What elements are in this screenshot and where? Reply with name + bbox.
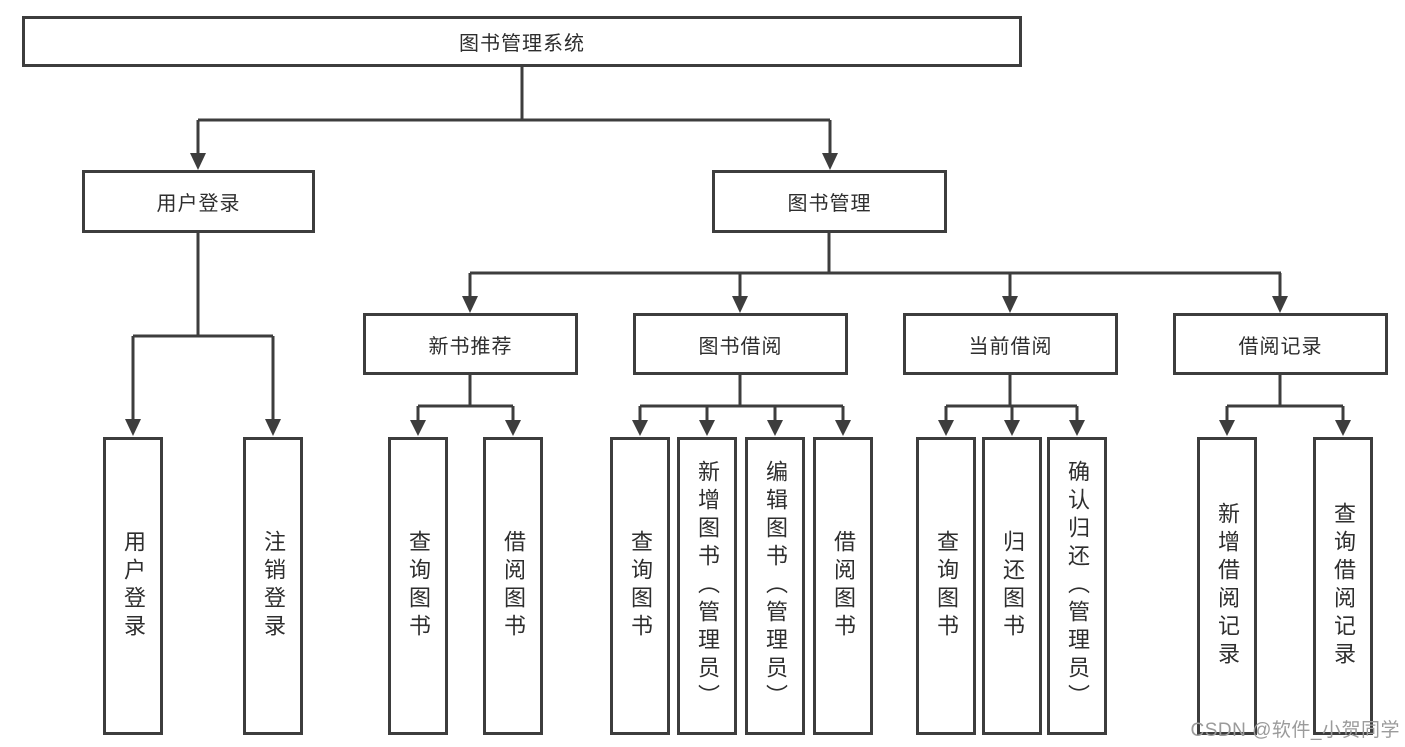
node-borrow-record-label: 借阅记录 xyxy=(1238,335,1323,358)
leaf-current-query-book: 查询图书 xyxy=(916,437,976,735)
connector-book-mgmt-to-level3 xyxy=(462,233,1288,313)
node-new-book-recommend: 新书推荐 xyxy=(363,313,578,375)
connector-borrow-record-to-leaves xyxy=(1219,375,1351,436)
node-current-borrow: 当前借阅 xyxy=(903,313,1118,375)
node-borrow-record: 借阅记录 xyxy=(1173,313,1388,375)
leaf-recommend-query-book: 查询图书 xyxy=(388,437,448,735)
leaf-borrow-add-book-admin-label: 新增图书（管理员） xyxy=(695,460,720,712)
leaf-record-query-record: 查询借阅记录 xyxy=(1313,437,1373,735)
leaf-record-query-record-label: 查询借阅记录 xyxy=(1331,502,1356,670)
connector-current-borrow-to-leaves xyxy=(938,375,1085,436)
node-user-login: 用户登录 xyxy=(82,170,315,233)
leaf-borrow-query-book-label: 查询图书 xyxy=(628,530,653,642)
leaf-user-login-label: 用户登录 xyxy=(121,530,146,642)
leaf-borrow-query-book: 查询图书 xyxy=(610,437,670,735)
node-book-management-label: 图书管理 xyxy=(787,193,872,215)
leaf-borrow-edit-book-admin-label: 编辑图书（管理员） xyxy=(763,460,788,712)
node-book-management: 图书管理 xyxy=(712,170,947,233)
node-root-system: 图书管理系统 xyxy=(22,16,1022,67)
connector-new-book-to-leaves xyxy=(410,375,521,436)
node-user-login-label: 用户登录 xyxy=(156,193,241,215)
connector-user-login-to-leaves xyxy=(125,233,281,436)
leaf-recommend-borrow-book: 借阅图书 xyxy=(483,437,543,735)
leaf-current-query-book-label: 查询图书 xyxy=(934,530,959,642)
leaf-record-add-record-label: 新增借阅记录 xyxy=(1215,502,1240,670)
leaf-current-return-book: 归还图书 xyxy=(982,437,1042,735)
csdn-watermark: CSDN @软件_小贺同学 xyxy=(1190,720,1400,741)
leaf-borrow-add-book-admin: 新增图书（管理员） xyxy=(677,437,737,735)
leaf-current-confirm-return-admin: 确认归还（管理员） xyxy=(1047,437,1107,735)
leaf-logout-label: 注销登录 xyxy=(261,530,286,642)
leaf-recommend-borrow-book-label: 借阅图书 xyxy=(501,530,526,642)
leaf-current-return-book-label: 归还图书 xyxy=(1000,530,1025,642)
leaf-record-add-record: 新增借阅记录 xyxy=(1197,437,1257,735)
node-book-borrow-label: 图书借阅 xyxy=(698,335,783,358)
node-new-book-recommend-label: 新书推荐 xyxy=(428,335,513,358)
leaf-borrow-borrow-book-label: 借阅图书 xyxy=(831,530,856,642)
node-book-borrow: 图书借阅 xyxy=(633,313,848,375)
leaf-current-confirm-return-admin-label: 确认归还（管理员） xyxy=(1065,460,1090,712)
leaf-user-login: 用户登录 xyxy=(103,437,163,735)
connector-root-to-level2 xyxy=(190,67,838,170)
leaf-logout: 注销登录 xyxy=(243,437,303,735)
connector-book-borrow-to-leaves xyxy=(632,375,851,436)
node-root-system-label: 图书管理系统 xyxy=(459,33,585,55)
node-current-borrow-label: 当前借阅 xyxy=(968,335,1053,358)
leaf-borrow-borrow-book: 借阅图书 xyxy=(813,437,873,735)
leaf-recommend-query-book-label: 查询图书 xyxy=(406,530,431,642)
leaf-borrow-edit-book-admin: 编辑图书（管理员） xyxy=(745,437,805,735)
